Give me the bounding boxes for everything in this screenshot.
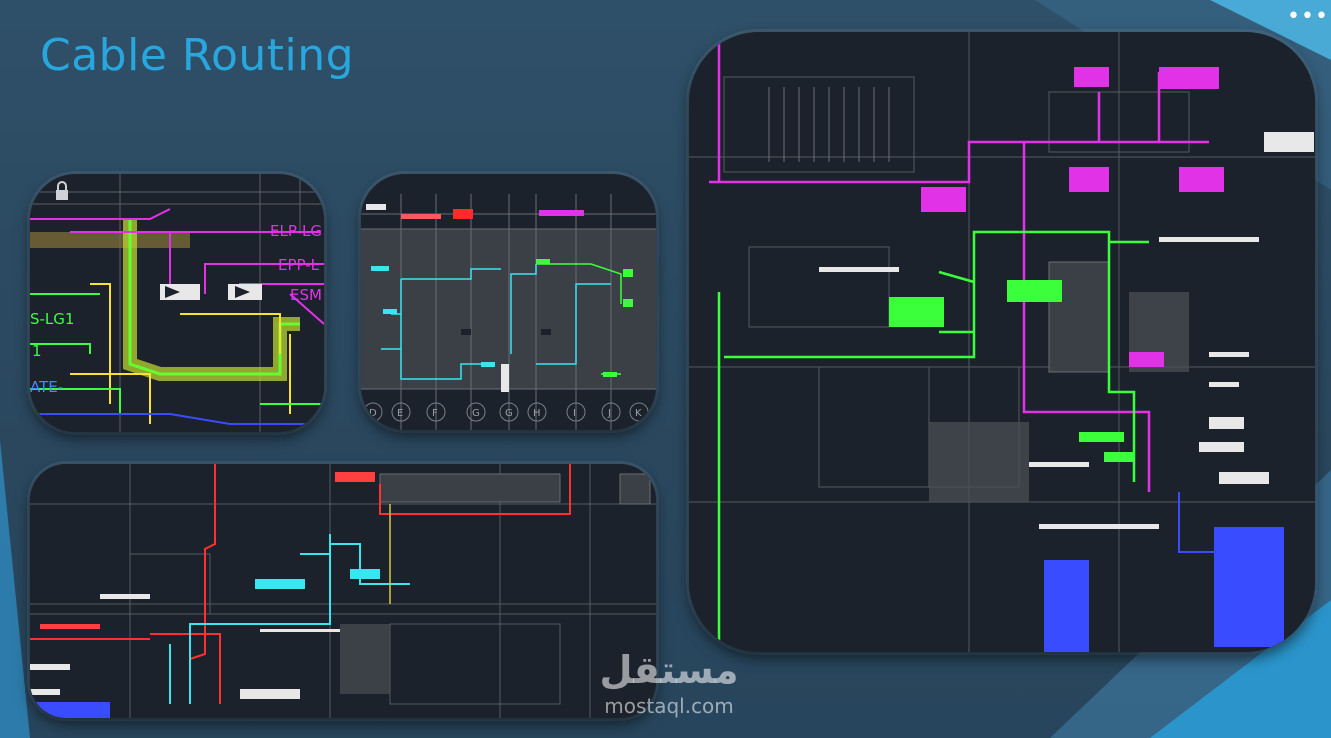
grid-label-d: D [369, 408, 377, 419]
watermark-arabic: مستقل [599, 648, 739, 692]
grid-label-g: G [472, 408, 480, 419]
grid-label-e: E [397, 408, 403, 419]
grid-label-k: K [635, 408, 642, 419]
main-routing-drawing [689, 32, 1315, 652]
slide-title: Cable Routing [40, 30, 355, 81]
watermark-url: mostaql.com [604, 694, 734, 718]
grid-label-h: H [533, 408, 541, 419]
label-ate: ATE- [30, 378, 63, 396]
label-slg1: S-LG1 [30, 310, 74, 328]
detail-routing-drawing: ELP-LG EPP-L ESM S-LG1 1 ATE- [30, 174, 324, 432]
label-epp: EPP-L [278, 256, 320, 274]
grid-label-f: F [432, 408, 438, 419]
more-options-icon[interactable]: ••• [1287, 4, 1329, 29]
label-one: 1 [32, 342, 42, 360]
floor-plan-routing-drawing: D E F G G H I J K [361, 174, 656, 430]
grid-label-j: J [607, 408, 611, 419]
watermark-logo: مستقل mostaql.com [584, 648, 754, 720]
grid-label-i: I [573, 408, 576, 419]
label-esm: ESM [290, 286, 322, 304]
ground-floor-routing-drawing [30, 464, 656, 718]
label-elp: ELP-LG [270, 222, 322, 240]
grid-label-g2: G [505, 408, 513, 419]
